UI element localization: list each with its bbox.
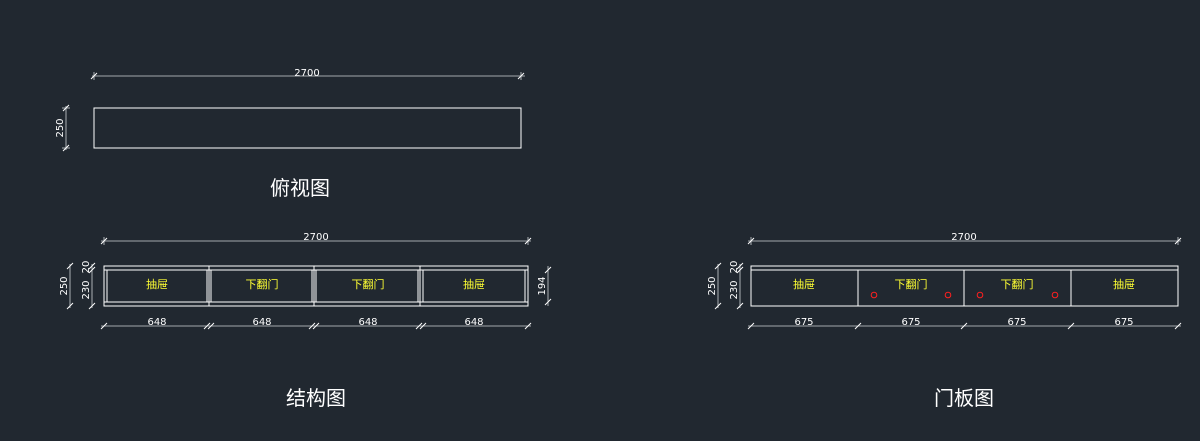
structure-bay-dimensions: 648 648 648 648 xyxy=(100,317,532,330)
structure-bay-1-dim: 648 xyxy=(147,317,166,328)
top-view-width-dimension: 2700 xyxy=(90,68,525,80)
door-panel-1-label: 抽屉 xyxy=(793,277,815,291)
structure-bay-3 xyxy=(315,269,419,303)
door-panel-3-label: 下翻门 xyxy=(1001,277,1034,291)
door-inner-label: 230 xyxy=(729,280,740,299)
door-height-label: 250 xyxy=(707,276,718,295)
handle-marker xyxy=(870,291,878,299)
structure-right-dimension: 194 xyxy=(537,266,552,306)
structure-top-label: 20 xyxy=(81,261,92,274)
structure-bay-4 xyxy=(422,269,526,303)
structure-bay-2 xyxy=(210,269,313,303)
door-panel-4-label: 抽屉 xyxy=(1113,277,1135,291)
structure-bay-2-dim: 648 xyxy=(252,317,271,328)
structure-outer-frame xyxy=(103,265,529,307)
top-view-outline xyxy=(93,107,522,149)
structure-bay-3-dim: 648 xyxy=(358,317,377,328)
door-view-title: 门板图 xyxy=(934,386,994,410)
structure-bay-1-label: 抽屉 xyxy=(146,277,168,291)
structure-right-label: 194 xyxy=(537,276,548,295)
structure-view-title: 结构图 xyxy=(286,386,346,410)
door-panel-2-dim: 675 xyxy=(901,317,920,328)
structure-height-dimensions: 250 230 20 xyxy=(59,261,96,310)
top-view-title: 俯视图 xyxy=(270,176,330,200)
structure-height-label: 250 xyxy=(59,276,70,295)
structure-bay-1 xyxy=(106,269,208,303)
structure-width-label: 2700 xyxy=(303,232,328,243)
door-top-label: 20 xyxy=(729,261,740,274)
structure-bay-2-label: 下翻门 xyxy=(246,277,279,291)
door-width-dimension: 2700 xyxy=(747,232,1182,245)
door-panel-1-dim: 675 xyxy=(794,317,813,328)
top-view-depth-dimension: 250 xyxy=(55,104,70,152)
top-view-width-label: 2700 xyxy=(294,68,319,79)
top-view-depth-label: 250 xyxy=(55,118,66,137)
door-panel-4-dim: 675 xyxy=(1114,317,1133,328)
structure-bay-4-dim: 648 xyxy=(464,317,483,328)
structure-width-dimension: 2700 xyxy=(100,232,532,245)
structure-bay-3-label: 下翻门 xyxy=(352,277,385,291)
structure-view: 2700 250 230 20 194 xyxy=(59,232,552,410)
door-view: 2700 250 230 20 抽屉 下翻门 下翻门 抽屉 xyxy=(707,232,1182,410)
handle-marker xyxy=(976,291,984,299)
top-view: 2700 250 俯视图 xyxy=(55,68,525,200)
handle-marker xyxy=(1051,291,1059,299)
handle-marker xyxy=(944,291,952,299)
door-panel-3-dim: 675 xyxy=(1007,317,1026,328)
structure-inner-label: 230 xyxy=(81,280,92,299)
door-panel-dimensions: 675 675 675 675 xyxy=(747,317,1182,330)
door-width-label: 2700 xyxy=(951,232,976,243)
door-height-dimensions: 250 230 20 xyxy=(707,261,744,310)
door-panel-2-label: 下翻门 xyxy=(895,277,928,291)
structure-bay-4-label: 抽屉 xyxy=(463,277,485,291)
